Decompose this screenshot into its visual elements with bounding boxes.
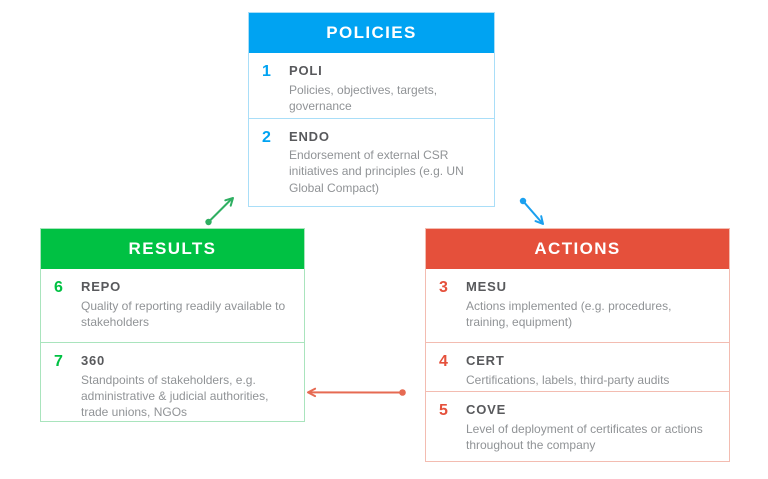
item-code: POLI: [289, 63, 323, 78]
results-to-policies-arrow: [205, 197, 234, 226]
item-number: 1: [262, 63, 271, 80]
list-item-repo: 6 REPO Quality of reporting readily avai…: [41, 269, 304, 342]
actions-box: ACTIONS 3 MESU Actions implemented (e.g.…: [425, 228, 730, 462]
list-item-cert: 4 CERT Certifications, labels, third-par…: [426, 342, 729, 391]
item-description: Policies, objectives, targets, governanc…: [289, 82, 438, 113]
arrow-start-dot: [399, 389, 406, 396]
item-description: Quality of reporting readily available t…: [81, 298, 286, 329]
policies-to-actions-arrow: [519, 197, 544, 225]
list-item-endo: 2 ENDO Endorsement of external CSR initi…: [249, 117, 494, 206]
item-description: Actions implemented (e.g. procedures, tr…: [466, 298, 672, 329]
item-code: COVE: [466, 402, 507, 417]
actions-box-title: ACTIONS: [426, 229, 729, 269]
policies-box-title: POLICIES: [249, 13, 494, 53]
item-number: 3: [439, 279, 448, 296]
item-content: CERT Certifications, labels, third-party…: [466, 353, 717, 391]
arrow-start-dot: [519, 197, 527, 205]
item-code: 360: [81, 353, 106, 368]
policies-box: POLICIES 1 POLI Policies, objectives, ta…: [248, 12, 495, 207]
item-content: ENDO Endorsement of external CSR initiat…: [289, 129, 482, 206]
results-box-title: RESULTS: [41, 229, 304, 269]
item-content: COVE Level of deployment of certificates…: [466, 402, 717, 461]
item-code: ENDO: [289, 128, 330, 144]
item-description: Level of deployment of certificates or a…: [466, 421, 703, 452]
item-code: REPO: [81, 279, 122, 294]
list-item-360: 7 360 Standpoints of stakeholders, e.g. …: [41, 342, 304, 421]
item-number: 2: [262, 128, 271, 146]
item-code: MESU: [466, 279, 507, 294]
item-description: Certifications, labels, third-party audi…: [466, 372, 670, 387]
list-item-mesu: 3 MESU Actions implemented (e.g. procedu…: [426, 269, 729, 342]
list-item-poli: 1 POLI Policies, objectives, targets, go…: [249, 53, 494, 118]
list-item-cove: 5 COVE Level of deployment of certificat…: [426, 391, 729, 461]
item-code: CERT: [466, 353, 505, 368]
item-content: REPO Quality of reporting readily availa…: [81, 279, 292, 342]
results-box: RESULTS 6 REPO Quality of reporting read…: [40, 228, 305, 422]
item-content: POLI Policies, objectives, targets, gove…: [289, 63, 482, 118]
item-content: MESU Actions implemented (e.g. procedure…: [466, 279, 717, 342]
item-content: 360 Standpoints of stakeholders, e.g. ad…: [81, 353, 292, 421]
actions-to-results-arrow: [307, 387, 406, 398]
item-number: 7: [54, 353, 63, 370]
arrow-start-dot: [205, 218, 212, 226]
item-number: 6: [54, 279, 63, 296]
item-description: Endorsement of external CSR initiatives …: [289, 148, 464, 195]
item-number: 5: [439, 402, 448, 419]
item-description: Standpoints of stakeholders, e.g. admini…: [81, 372, 269, 419]
item-number: 4: [439, 353, 448, 370]
